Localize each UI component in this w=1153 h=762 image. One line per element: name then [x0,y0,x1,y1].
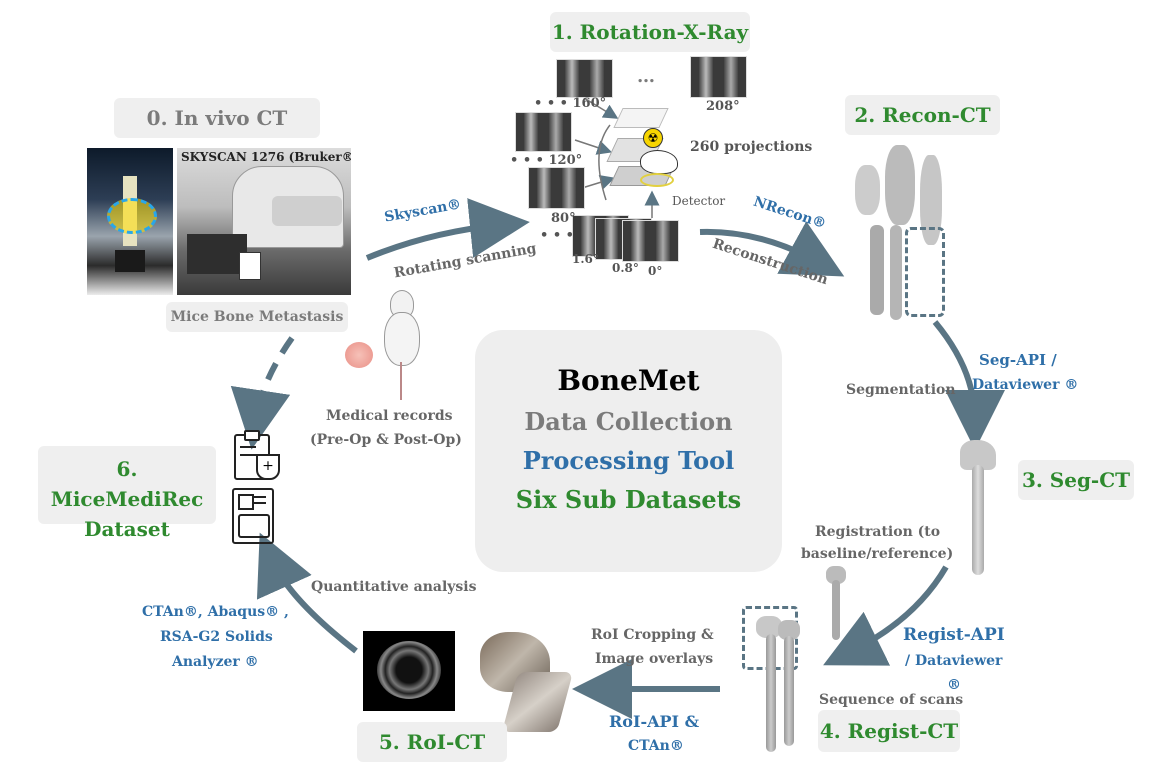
regist-api-line3: ® [947,677,961,693]
angle-160: • • • 160° [534,96,606,111]
stage-5-label: 5. RoI-CT [378,730,486,754]
stage-4-label: 4. Regist-CT [819,719,959,743]
angle-208: 208° [706,99,740,114]
reference-bone [826,566,846,640]
mice-bone-box: Mice Bone Metastasis [166,302,348,332]
stage-0-box: 0. In vivo CT scans [114,98,320,170]
center-title: BoneMet [557,364,700,397]
xray-report-icon [232,488,274,544]
detector-ring-icon [640,173,674,187]
medical-line1: Medical records [326,408,453,424]
seg-api-line2: Dataviewer ® [972,377,1079,393]
registration-text-1: Registration (to [815,524,941,540]
angle-1-6: 1.6° [572,252,599,266]
scanner-interior-photo [87,148,173,295]
xray-208 [690,56,747,98]
stage-5-box: 5. RoI-CT [357,722,507,762]
recon-ct-image [855,145,950,325]
projections-label: 260 projections [690,139,813,155]
stage-2-box: 2. Recon-CT [845,95,1000,135]
arrow-records [230,336,295,450]
center-line3: Six Sub Datasets [515,485,742,514]
roi-crop-line1: RoI Cropping & [591,627,714,643]
registration-line2: baseline/reference) [801,546,954,562]
arrow-scan [365,198,530,261]
stage-2-label: 2. Recon-CT [854,103,991,127]
stage-6-line1: 6. MiceMediRec [50,457,204,511]
angle-120-text: 120° [548,153,583,168]
scanner-model-label: SKYSCAN 1276 (Bruker®) [181,150,351,164]
mouse-icon [640,150,678,174]
arrow-quant [256,532,358,654]
mouse-drawing [378,290,428,400]
segmentation-label: Segmentation [846,382,956,398]
xray-80 [528,167,585,209]
skyscan-scanner-photo: SKYSCAN 1276 (Bruker®) [177,148,351,295]
quant-label: Quantitative analysis [311,579,477,595]
dots-lead-120: • • • [510,153,544,168]
dots-lead-160: • • • [534,96,568,111]
xray-160 [556,59,613,98]
stage-4-box: 4. Regist-CT [818,710,960,752]
ctan-line2: RSA-G2 Solids [160,629,273,645]
xray-0 [622,220,679,262]
stage-1-box: 1. Rotation-X-Ray [550,12,750,52]
regist-ct-bones [742,606,822,754]
arrow-regist [823,565,949,666]
angle-0: 0° [648,264,663,278]
stage-3-box: 3. Seg-CT [1018,460,1134,500]
seg-api-line1: Seg-API / [979,351,1057,369]
roi-crop-line2: Image overlays [595,651,714,667]
sequence-label: Sequence of scans [819,692,964,708]
clipboard-medical-icon: + [232,430,280,480]
ctan-line3: Analyzer ® [172,654,259,670]
angle-dots-bottom: • • • [540,228,574,243]
angle-dots-top: … [637,66,655,87]
angle-120: • • • 120° [510,153,582,168]
center-line2: Processing Tool [522,446,735,475]
tumor-icon [345,342,373,368]
xray-120 [515,112,572,152]
ctan-line1: CTAn®, Abaqus® , [142,604,289,620]
arrow-recon [699,221,845,277]
regist-api-line2: / Dataviewer [905,653,1003,669]
regist-api-line1: Regist-API [903,625,1005,645]
center-box: BoneMet Data Collection Processing Tool … [475,330,782,572]
arrow-seg [932,320,1005,450]
registration-line1: Registration (to [815,524,940,540]
radiation-icon: ☢ [643,128,663,148]
roi-3d-bone [470,632,580,732]
roi-api-line1: RoI-API & [609,712,700,731]
detector-label: Detector [672,194,726,208]
angle-80: 80° [551,211,576,226]
angle-160-text: 160° [572,96,607,111]
stage-6-box: 6. MiceMediRec Dataset [38,446,216,541]
center-line1: Data Collection [524,407,733,436]
seg-ct-bone [960,440,996,580]
mice-bone-label: Mice Bone Metastasis [170,309,344,325]
stage-3-label: 3. Seg-CT [1021,468,1131,492]
roi-api-line2: CTAn® [628,738,684,754]
stage-6-line2: Dataset [84,517,170,541]
angle-0-8: 0.8° [612,261,639,275]
roi-ct-slice [363,631,455,711]
stage-1-label: 1. Rotation-X-Ray [551,20,749,44]
medical-line2: (Pre-Op & Post-Op) [310,432,462,448]
